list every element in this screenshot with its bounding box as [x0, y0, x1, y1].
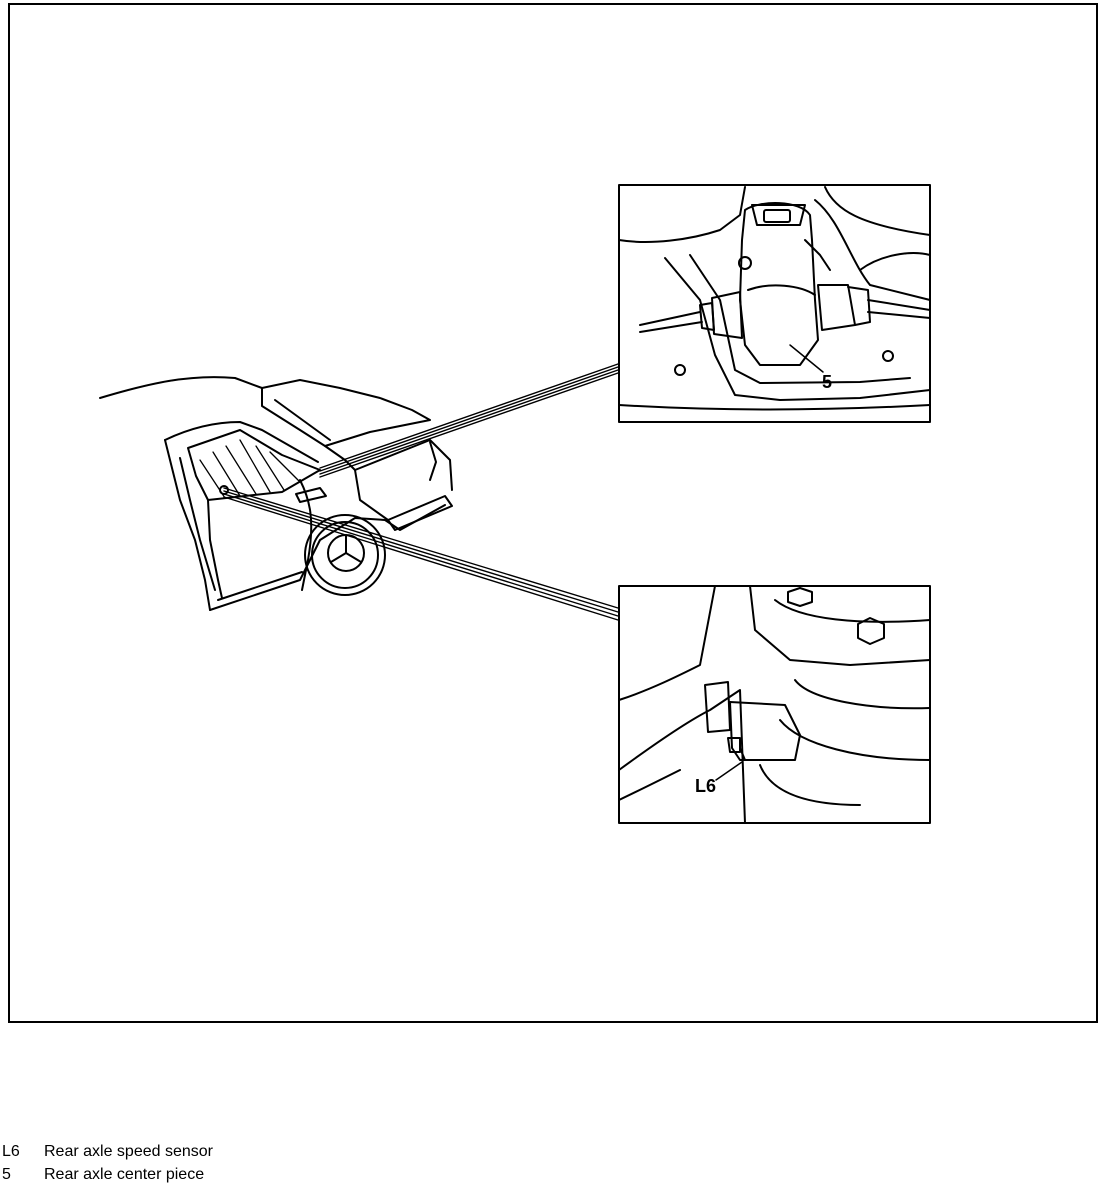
detail-panel-top: [618, 184, 931, 423]
leader-band-top: [319, 363, 619, 478]
legend: L6 Rear axle speed sensor 5 Rear axle ce…: [0, 1140, 400, 1186]
legend-description: Rear axle center piece: [44, 1166, 205, 1183]
diagram-illustration: 5 L6: [99, 184, 931, 824]
callout-l6: L6: [695, 776, 716, 796]
legend-item: L6 Rear axle speed sensor: [0, 1140, 400, 1163]
figure-frame: [8, 3, 1098, 1023]
legend-description: Rear axle speed sensor: [44, 1143, 213, 1160]
leader-band-bottom: [223, 487, 619, 621]
callout-5: 5: [822, 372, 832, 392]
legend-item: 5 Rear axle center piece: [0, 1163, 400, 1186]
legend-code: L6: [2, 1143, 20, 1160]
detail-drawing-bottom: [618, 585, 931, 824]
detail-panel-bottom: [618, 585, 931, 824]
legend-code: 5: [2, 1166, 11, 1183]
detail-drawing-top: [618, 186, 931, 411]
car-illustration: [99, 376, 453, 611]
